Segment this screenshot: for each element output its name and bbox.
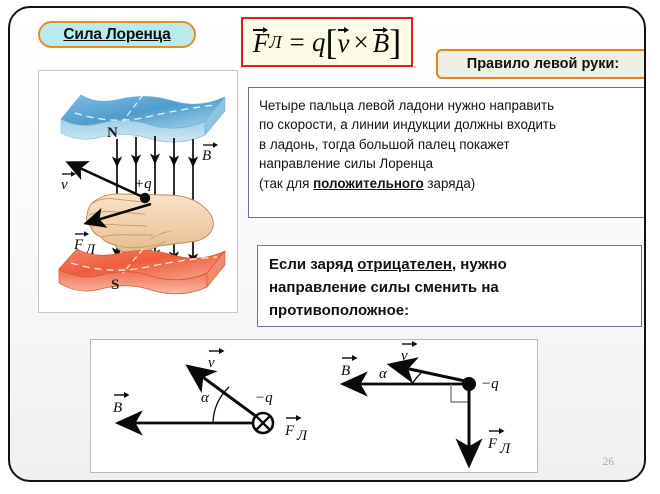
right-F-subscript: Л [499, 441, 511, 457]
vector-diagrams: B v α −q F Л [113, 341, 511, 469]
left-force-label: F Л [284, 415, 308, 444]
north-magnet: N [60, 94, 226, 143]
rule-paragraph: Четыре пальца левой ладони нужно направи… [259, 96, 638, 193]
velocity-label-v: v [61, 171, 76, 193]
right-F-label: F [487, 436, 498, 452]
right-charge-dot [462, 377, 476, 391]
neg-line-1-emphasis: отрицателен [357, 256, 452, 273]
field-label-B: B [202, 142, 218, 164]
velocity-vector [65, 161, 146, 200]
right-velocity-label: v [401, 341, 418, 364]
left-alpha-label: α [201, 390, 210, 406]
formula-bracket-open: [ [325, 21, 338, 62]
rule-line-5-prefix: (так для [259, 175, 314, 191]
neg-line-2: направление силы сменить на [269, 279, 499, 296]
left-angle-arc [212, 386, 230, 424]
north-pole-label: N [107, 125, 118, 141]
illus-force-label: F [73, 237, 84, 253]
rule-line-5-suffix: заряда) [423, 175, 476, 191]
right-angle-arc [411, 372, 422, 385]
neg-line-1-prefix: Если заряд [269, 256, 358, 273]
formula-force-subscript: Л [269, 31, 282, 52]
rule-line-4: направление силы Лоренца [259, 156, 434, 172]
formula-velocity-vector: v [337, 26, 350, 58]
illus-velocity-label: v [61, 177, 68, 193]
diagram-right: −q B v α [339, 341, 511, 469]
lorentz-force-vector [83, 202, 152, 228]
left-F-label: F [284, 423, 295, 439]
right-charge-label: −q [481, 376, 499, 392]
right-v-label: v [401, 348, 408, 364]
left-velocity-vector [185, 364, 258, 419]
left-hand-rule-label: Правило левой руки: [466, 56, 620, 72]
formula-cross: × [353, 26, 369, 57]
illus-charge-label: +q [134, 176, 152, 192]
right-B-label: B [341, 363, 350, 379]
right-force-label: F Л [487, 428, 511, 457]
negative-charge-paragraph: Если заряд отрицателен, нужно направлени… [269, 253, 630, 322]
illus-field-label: B [202, 148, 211, 164]
south-pole-label: S [111, 277, 119, 293]
neg-line-1-suffix: , нужно [451, 256, 507, 273]
rule-line-1: Четыре пальца левой ладони нужно направи… [259, 98, 555, 113]
slide-title-badge: Сила Лоренца [38, 21, 196, 48]
right-alpha-label: α [379, 366, 388, 382]
rule-line-2: по скорости, а линии индукции должны вхо… [259, 117, 557, 133]
left-F-subscript: Л [296, 428, 308, 444]
vector-diagrams-box: B v α −q F Л [90, 339, 538, 473]
rule-line-5-emphasis: положительного [313, 175, 424, 191]
left-velocity-label: v [208, 348, 225, 371]
page-number: 26 [602, 456, 615, 468]
left-field-label: B [113, 392, 130, 416]
force-label-FL: F Л [73, 231, 96, 258]
formula-equals: = [287, 26, 306, 57]
right-velocity-vector [386, 357, 466, 384]
diagram-left: B v α −q F Л [113, 348, 308, 444]
page-title: Сила Лоренца [63, 25, 171, 43]
left-B-label: B [113, 400, 122, 416]
magnet-hand-illustration-frame: N B [38, 70, 238, 313]
right-field-label: B [341, 355, 358, 379]
negative-charge-text-box: Если заряд отрицателен, нужно направлени… [257, 245, 642, 327]
rule-line-3: в ладонь, тогда большой палец покажет [259, 136, 510, 152]
south-magnet: S [58, 248, 226, 295]
left-hand-rule-text-box: Четыре пальца левой ладони нужно направи… [248, 87, 644, 218]
formula-field-vector: B [372, 26, 390, 58]
formula-force-vector: F [252, 26, 270, 58]
left-hand [86, 193, 214, 254]
formula-bracket-close: ] [389, 21, 402, 62]
formula-charge: q [311, 26, 326, 57]
left-v-label: v [208, 355, 215, 371]
right-angle-marker [450, 384, 469, 403]
left-hand-rule-badge: Правило левой руки: [436, 49, 644, 79]
magnet-hand-illustration: N B [58, 94, 226, 295]
neg-line-3: противоположное: [269, 302, 410, 319]
left-charge-label: −q [255, 390, 273, 406]
